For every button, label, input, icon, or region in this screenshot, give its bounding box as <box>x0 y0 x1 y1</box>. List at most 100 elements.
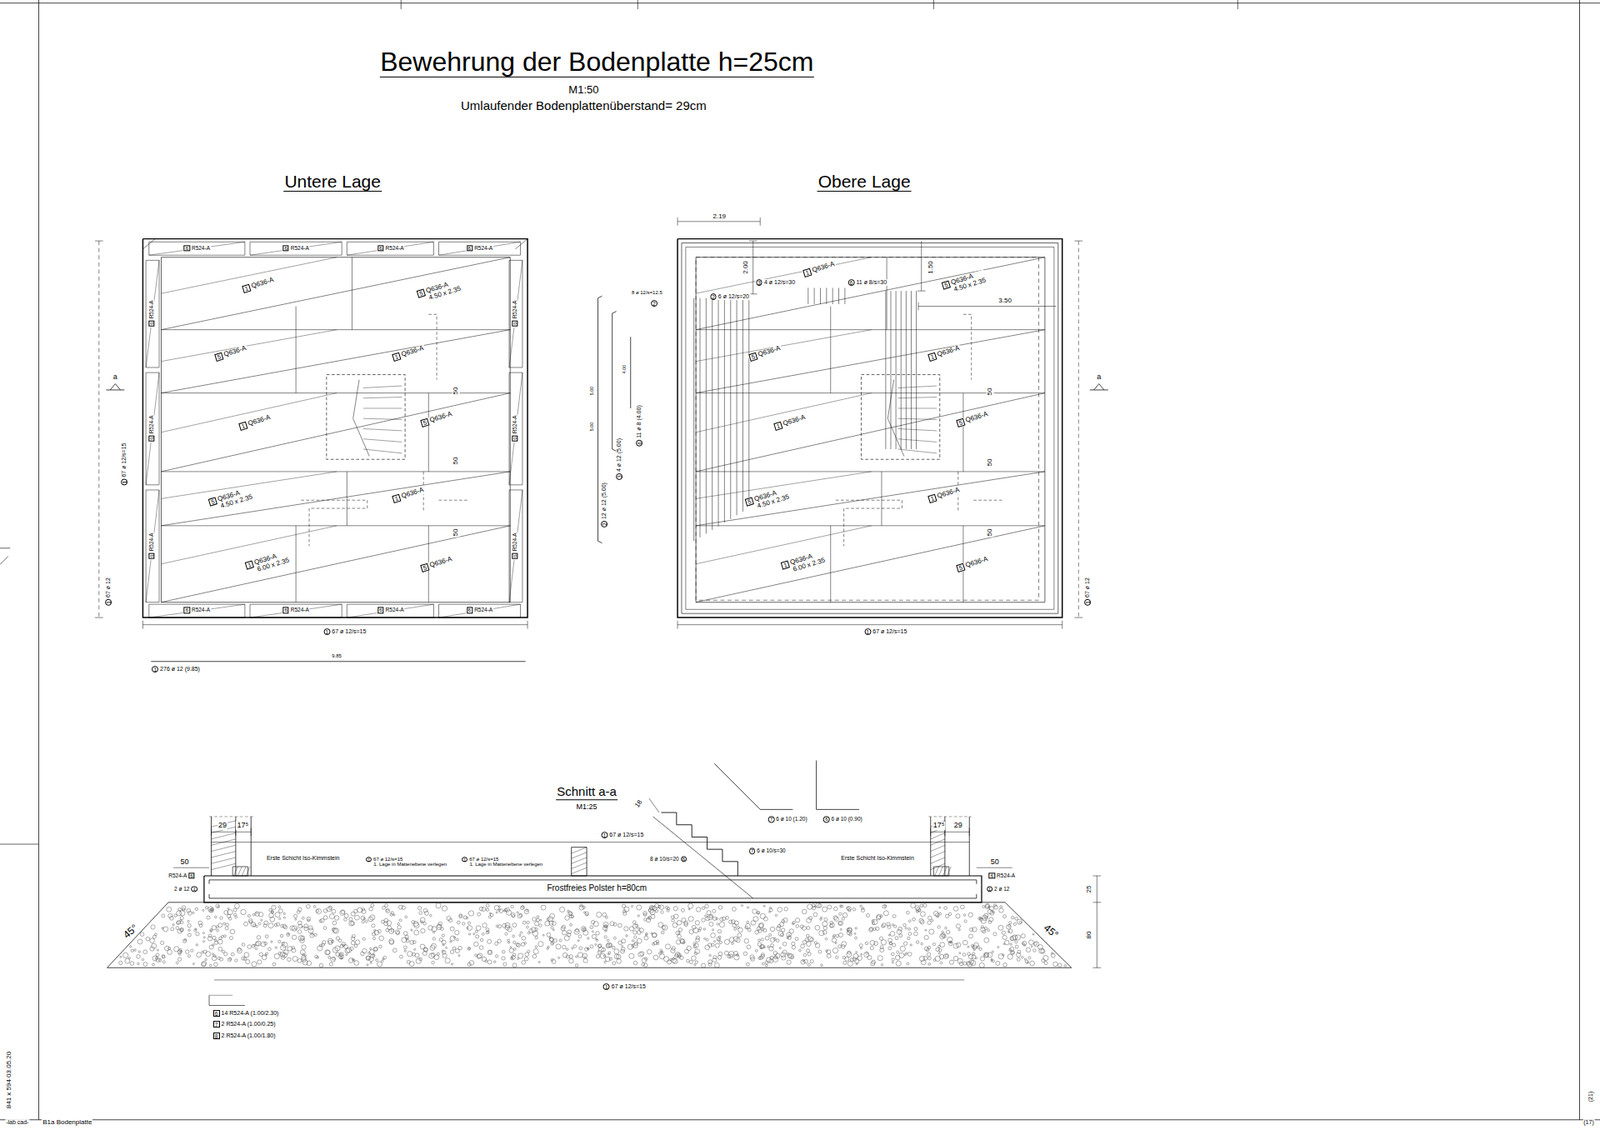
gravel-grain <box>297 920 302 925</box>
rebar <box>700 298 701 538</box>
callout-number: 6 <box>282 607 289 614</box>
gravel-grain <box>835 955 838 959</box>
gravel-grain <box>746 906 749 909</box>
gravel-grain <box>879 936 883 940</box>
gravel-grain <box>882 905 887 910</box>
gravel-grain <box>675 954 680 959</box>
gravel-grain <box>333 928 339 934</box>
mat-joint <box>295 525 297 603</box>
gravel-grain <box>790 955 794 959</box>
gravel-grain <box>513 948 516 951</box>
gravel-grain <box>591 930 594 933</box>
gravel-grain <box>718 951 723 956</box>
gravel-grain <box>684 949 689 954</box>
gravel-grain <box>368 916 374 922</box>
rebar-spec: R524-A <box>149 300 155 319</box>
gravel-grain <box>693 942 696 945</box>
gravel-grain <box>458 945 462 950</box>
gravel-grain <box>767 945 770 949</box>
gravel-grain <box>984 937 990 943</box>
callout-number: 1 <box>391 351 401 361</box>
callout-number: 6 <box>213 1010 220 1017</box>
dimension-tick <box>95 240 104 242</box>
gravel-grain <box>1016 919 1022 925</box>
mat-diagonal <box>695 330 872 362</box>
gravel-grain <box>260 919 263 921</box>
gravel-grain <box>939 954 945 960</box>
gravel-grain <box>653 955 659 960</box>
gravel-grain <box>404 950 406 952</box>
gravel-grain <box>1015 952 1020 957</box>
gravel-grain <box>947 936 953 942</box>
gravel-grain <box>1028 956 1031 960</box>
stair-section <box>660 812 738 876</box>
rebar-spec: Q636-A <box>250 276 275 290</box>
gravel-grain <box>745 962 750 966</box>
gravel-grain <box>244 952 250 958</box>
gravel-grain <box>519 934 521 936</box>
gravel-grain <box>860 947 862 950</box>
gravel-grain <box>775 939 780 943</box>
callout-row: 1Q636-A <box>773 414 807 431</box>
gravel-grain <box>1015 935 1020 940</box>
gravel-grain <box>179 948 182 951</box>
gravel-grain <box>269 908 272 911</box>
gravel-grain <box>280 955 285 960</box>
gravel-grain <box>841 917 845 920</box>
callout-row: 611 ø 8/s=30 <box>848 279 888 286</box>
gravel-grain <box>384 918 389 923</box>
gravel-grain <box>795 937 799 941</box>
gravel-grain <box>375 959 379 962</box>
sheet-name: B1a Bodenplatte <box>41 1119 93 1127</box>
gravel-grain <box>920 911 925 917</box>
gravel-grain <box>993 932 997 936</box>
rebar-callout: 1Q636-A <box>926 344 961 361</box>
gravel-grain <box>935 913 940 918</box>
gravel-grain <box>565 955 570 959</box>
callout-number: 5 <box>749 351 759 361</box>
mat-field <box>160 257 510 603</box>
gravel-grain <box>549 920 554 925</box>
gravel-grain <box>927 956 931 960</box>
edge-mat <box>250 241 342 255</box>
gravel-grain <box>955 924 960 929</box>
gravel-grain <box>660 949 663 952</box>
callout-row: 167 ø 12/s=15 <box>365 856 403 863</box>
gravel-grain <box>659 954 665 960</box>
rebar-spec: 67 ø 12 <box>105 577 112 598</box>
gravel-grain <box>257 960 262 965</box>
gravel-grain <box>160 940 164 945</box>
callout-number: 5 <box>955 563 965 573</box>
stair-tread <box>898 396 938 398</box>
gravel-grain <box>130 961 135 966</box>
gravel-grain <box>815 925 820 930</box>
gravel-grain <box>560 926 565 931</box>
gravel-grain <box>414 948 416 950</box>
gravel-grain <box>334 915 339 920</box>
callout-number: 1 <box>190 885 197 892</box>
rebar-callout: 5Q636-A4.50 x 2.35 <box>744 486 791 515</box>
gravel-grain <box>970 927 974 931</box>
gravel-grain <box>884 905 887 908</box>
gravel-grain <box>991 960 995 963</box>
rebar <box>724 298 725 523</box>
rebar-callout: 6R524-A <box>376 607 405 614</box>
callout-number: 6 <box>149 320 155 326</box>
callout-number: 1 <box>365 856 372 863</box>
rebar-spec: R524-A <box>385 245 405 251</box>
gravel-grain <box>579 905 585 910</box>
gravel-grain <box>803 953 807 957</box>
gravel-grain <box>849 933 853 937</box>
rebar-callout: 6R524-A <box>376 245 405 251</box>
gravel-grain <box>237 947 241 951</box>
gravel-grain <box>1019 920 1022 924</box>
gravel-grain <box>807 904 813 910</box>
callout-number: 1 <box>151 665 159 673</box>
gravel-grain <box>172 924 175 926</box>
gravel-grain <box>176 920 181 925</box>
gravel-grain <box>302 953 305 955</box>
gravel-grain <box>788 935 790 937</box>
gravel-grain <box>450 950 454 954</box>
bar-shape <box>714 763 793 810</box>
gravel-grain <box>655 904 660 909</box>
